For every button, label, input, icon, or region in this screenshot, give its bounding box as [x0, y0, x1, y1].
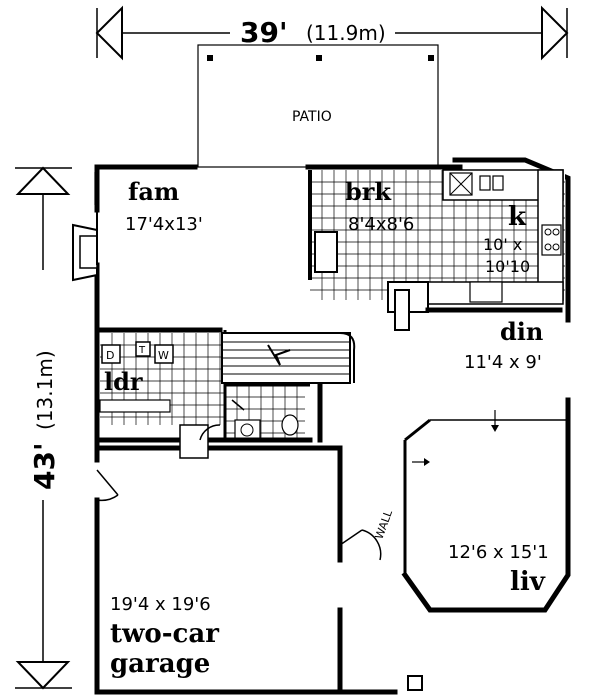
fireplace — [72, 210, 98, 282]
exterior-walls — [94, 157, 571, 695]
kitchen-name: k — [508, 202, 527, 232]
width-ft-label: 39' — [240, 16, 288, 49]
garage-size: 19'4 x 19'6 — [110, 594, 211, 615]
width-dimension: 39' (11.9m) — [95, 5, 569, 61]
garage-name-line2: garage — [110, 649, 210, 679]
garage-name-line1: two-car — [110, 619, 219, 649]
patio: PATIO — [197, 44, 439, 168]
width-m-label: (11.9m) — [306, 21, 386, 45]
patio-label: PATIO — [292, 109, 332, 125]
laundry-name: ldr — [104, 367, 143, 396]
depth-dimension: 43' (13.1m) — [15, 166, 72, 690]
living-room-name: liv — [510, 567, 546, 597]
living-room-size: 12'6 x 15'1 — [448, 542, 549, 563]
washer-label: W — [158, 349, 169, 362]
laundry-tile: D T W — [99, 333, 305, 441]
depth-ft-label: 43' — [28, 442, 61, 490]
wall-label: WALL — [373, 508, 396, 542]
breakfast-room-name: brk — [345, 177, 392, 206]
dryer-label: D — [106, 349, 114, 362]
arrow-right-icon — [541, 5, 569, 61]
arrow-up-icon — [15, 166, 71, 195]
arrow-left-icon — [95, 5, 123, 61]
kitchen-tile — [308, 169, 565, 331]
tub-label: T — [138, 345, 146, 356]
family-room-size: 17'4x13' — [125, 214, 203, 235]
room-labels: fam 17'4x13' brk 8'4x8'6 k 10' x 10'10 d… — [104, 177, 549, 679]
kitchen-size-line2: 10'10 — [485, 257, 530, 276]
markers — [407, 410, 499, 691]
interior-walls — [94, 307, 568, 695]
family-room-name: fam — [128, 177, 179, 206]
arrow-down-icon — [15, 661, 71, 690]
door-swings — [96, 399, 382, 561]
dining-room-name: din — [500, 317, 543, 346]
depth-m-label: (13.1m) — [33, 350, 57, 430]
dining-room-size: 11'4 x 9' — [464, 352, 542, 373]
breakfast-room-size: 8'4x8'6 — [348, 214, 414, 235]
kitchen-size-line1: 10' x — [483, 235, 522, 254]
stairs — [221, 332, 356, 384]
